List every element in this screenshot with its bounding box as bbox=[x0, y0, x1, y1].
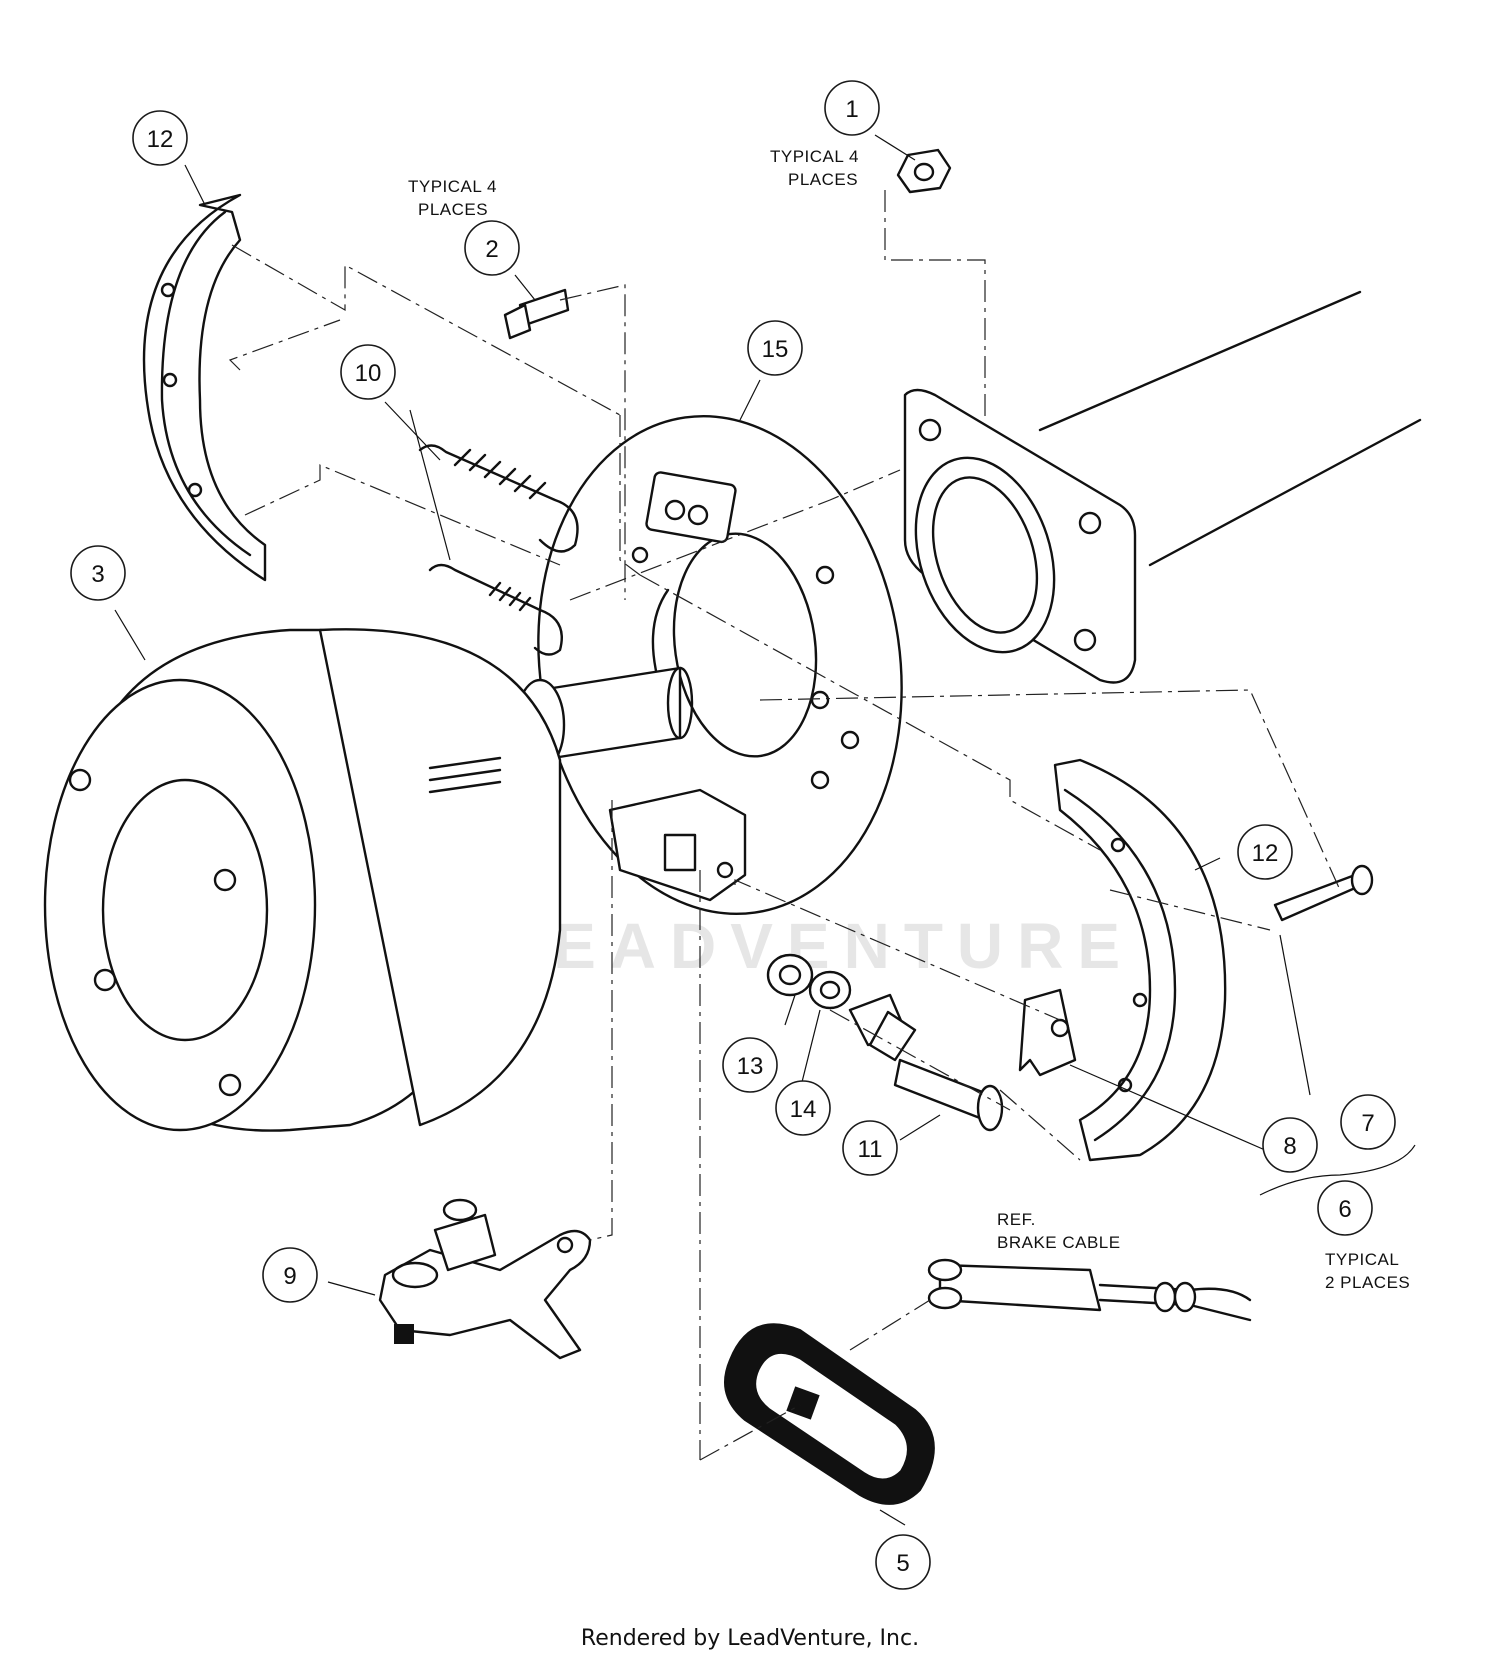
svg-text:BRAKE CABLE: BRAKE CABLE bbox=[997, 1233, 1121, 1252]
callout-8: 8 bbox=[1262, 1117, 1318, 1173]
svg-text:6: 6 bbox=[1338, 1196, 1351, 1223]
callout-12-right: 12 bbox=[1237, 824, 1293, 880]
note-typical-2-places: TYPICAL 2 PLACES bbox=[1325, 1250, 1410, 1292]
svg-text:2: 2 bbox=[485, 236, 498, 263]
callout-3: 3 bbox=[70, 545, 126, 601]
callout-15: 15 bbox=[747, 320, 803, 376]
svg-text:3: 3 bbox=[91, 561, 104, 588]
adjuster-screw bbox=[848, 993, 1004, 1132]
watermark: LEADVENTURE bbox=[500, 910, 1134, 982]
axle-housing bbox=[903, 290, 1422, 684]
note-ref-brake-cable: REF. BRAKE CABLE bbox=[997, 1210, 1121, 1252]
svg-text:2 PLACES: 2 PLACES bbox=[1325, 1273, 1410, 1292]
washers bbox=[766, 953, 852, 1010]
callout-9: 9 bbox=[262, 1247, 318, 1303]
svg-text:TYPICAL 4: TYPICAL 4 bbox=[408, 177, 497, 196]
svg-text:PLACES: PLACES bbox=[788, 170, 858, 189]
svg-text:9: 9 bbox=[283, 1263, 296, 1290]
callout-7: 7 bbox=[1340, 1094, 1396, 1150]
svg-text:5: 5 bbox=[896, 1550, 909, 1577]
svg-text:11: 11 bbox=[858, 1136, 883, 1163]
brake-cable bbox=[927, 1258, 1252, 1322]
svg-text:10: 10 bbox=[355, 360, 382, 387]
callout-13: 13 bbox=[722, 1037, 778, 1093]
backing-plate bbox=[537, 414, 903, 916]
svg-text:7: 7 bbox=[1361, 1110, 1374, 1137]
svg-text:15: 15 bbox=[762, 336, 789, 363]
actuating-lever bbox=[378, 1198, 592, 1360]
svg-text:14: 14 bbox=[790, 1096, 817, 1123]
hold-down-pin bbox=[1273, 864, 1374, 922]
callout-14: 14 bbox=[775, 1080, 831, 1136]
svg-text:13: 13 bbox=[737, 1053, 764, 1080]
svg-text:1: 1 bbox=[845, 96, 858, 123]
actuator-bracket bbox=[608, 788, 747, 902]
brake-drum bbox=[43, 628, 562, 1132]
leader-lines bbox=[114, 134, 1416, 1526]
svg-text:TYPICAL: TYPICAL bbox=[1325, 1250, 1399, 1269]
callout-11: 11 bbox=[842, 1120, 898, 1176]
svg-text:12: 12 bbox=[1252, 840, 1279, 867]
spring-clip bbox=[1018, 988, 1077, 1077]
svg-text:TYPICAL 4: TYPICAL 4 bbox=[770, 147, 859, 166]
brake-shoe-left bbox=[142, 193, 267, 582]
callout-5: 5 bbox=[875, 1534, 931, 1590]
svg-text:8: 8 bbox=[1283, 1133, 1296, 1160]
footer-credit: Rendered by LeadVenture, Inc. bbox=[580, 1626, 920, 1651]
callout-2: 2 bbox=[464, 220, 520, 276]
note-typical-4-places-nut: TYPICAL 4 PLACES bbox=[770, 147, 859, 189]
bolt bbox=[503, 288, 570, 340]
callout-10: 10 bbox=[340, 344, 396, 400]
svg-text:PLACES: PLACES bbox=[418, 200, 488, 219]
callout-12-left: 12 bbox=[132, 110, 188, 166]
assembly-lines bbox=[228, 190, 1341, 1461]
return-springs bbox=[418, 444, 579, 656]
brake-shoe-right bbox=[1053, 758, 1227, 1162]
svg-text:12: 12 bbox=[147, 126, 174, 153]
callout-6: 6 bbox=[1317, 1180, 1373, 1236]
callout-1: 1 bbox=[824, 80, 880, 136]
rubber-boot bbox=[724, 1323, 935, 1505]
nut bbox=[896, 148, 952, 194]
note-typical-4-places-bolt: TYPICAL 4 PLACES bbox=[408, 177, 497, 219]
svg-text:REF.: REF. bbox=[997, 1210, 1036, 1229]
